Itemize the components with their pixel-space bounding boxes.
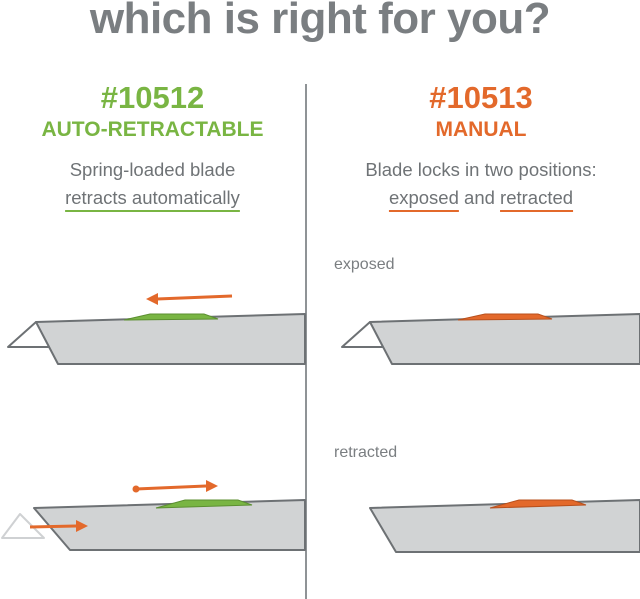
arrow-right-icon	[135, 484, 207, 491]
page-title: which is right for you?	[89, 0, 551, 43]
knife-auto-retracting	[1, 480, 306, 551]
manual-description: Blade locks in two positions: exposed an…	[322, 156, 640, 212]
arrow-right-head-icon-lower	[76, 520, 88, 532]
knife-body	[35, 313, 306, 365]
auto-retractable-description: Spring-loaded blade retracts automatical…	[0, 156, 305, 212]
orange-slider	[457, 313, 553, 321]
arrow-right-head-icon	[206, 480, 218, 492]
model-number-10512: #10512	[100, 80, 205, 115]
knife-auto-exposed	[7, 293, 306, 365]
desc-word-and: and	[458, 187, 501, 208]
desc-line-2: retracts automatically	[65, 187, 240, 208]
knife-manual-exposed	[341, 313, 640, 365]
desc-word-retracted: retracted	[500, 187, 574, 208]
model-number-10513: #10513	[429, 80, 533, 115]
type-auto-retractable: AUTO-RETRACTABLE	[41, 118, 264, 141]
knife-body	[369, 313, 640, 365]
arrow-left-head-icon	[146, 293, 158, 305]
desc-word-exposed: exposed	[388, 187, 459, 208]
knife-manual-retracted	[369, 499, 640, 553]
arrow-left-icon	[156, 294, 233, 301]
type-manual: MANUAL	[435, 118, 527, 141]
arrow-origin-dot-icon	[132, 485, 140, 493]
orange-slider	[489, 499, 587, 509]
desc-line-1: Blade locks in two positions:	[365, 159, 597, 180]
state-label-exposed: exposed	[334, 256, 395, 273]
state-label-retracted: retracted	[334, 444, 398, 461]
column-divider	[305, 84, 307, 599]
green-slider	[155, 499, 253, 509]
green-slider	[123, 313, 219, 321]
arrow-right-icon-lower	[29, 524, 77, 529]
desc-line-1: Spring-loaded blade	[69, 159, 236, 180]
